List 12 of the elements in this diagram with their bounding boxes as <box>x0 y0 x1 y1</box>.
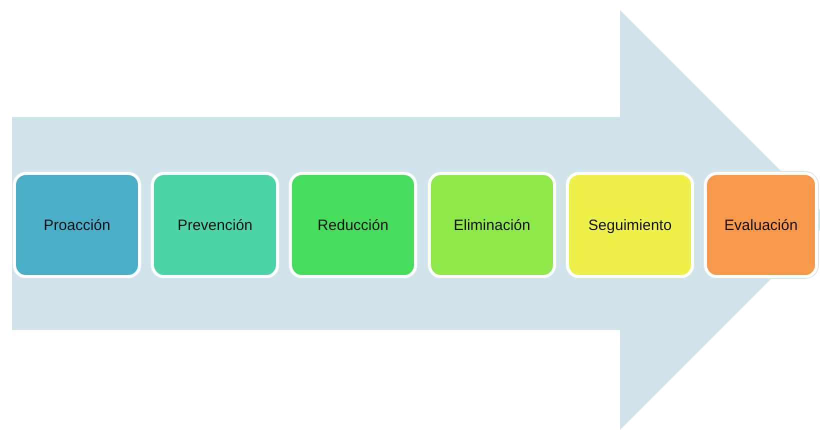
step-label: Seguimiento <box>588 216 672 234</box>
step-label: Eliminación <box>454 216 530 234</box>
process-box <box>428 172 556 278</box>
process-box <box>289 172 417 278</box>
process-box <box>151 172 279 278</box>
process-box <box>13 172 141 278</box>
step-label: Proacción <box>44 216 110 234</box>
process-box <box>566 172 694 278</box>
step-label: Evaluación <box>724 216 798 234</box>
step-label: Reducción <box>318 216 388 234</box>
step-label: Prevención <box>177 216 253 234</box>
process-box <box>704 172 818 278</box>
